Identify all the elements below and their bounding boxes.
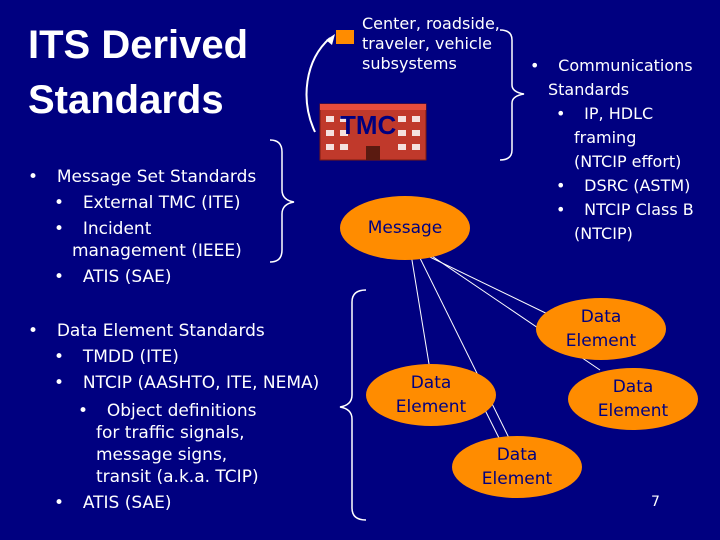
data-element-heading: •Data Element Standards xyxy=(28,321,265,341)
data-element-ellipse: Data Element xyxy=(366,364,496,426)
communications-heading: •Communications Standards xyxy=(530,56,693,99)
slide-title: ITS Derived Standards xyxy=(28,23,249,122)
message-set-item: •External TMC (ITE) xyxy=(54,193,241,213)
data-element-item: •ATIS (SAE) xyxy=(54,493,172,513)
data-element-item: •NTCIP (AASHTO, ITE, NEMA) xyxy=(54,373,320,393)
orange-marker xyxy=(336,30,354,44)
data-element-ellipse: Data Element xyxy=(536,298,666,360)
data-element-ellipse: Data Element xyxy=(568,368,698,430)
message-set-heading: •Message Set Standards xyxy=(28,167,257,187)
page-number: 7 xyxy=(651,494,660,510)
communications-item: •IP, HDLC framing (NTCIP effort) xyxy=(556,104,682,171)
tmc-label: TMC xyxy=(340,110,397,140)
data-element-ellipse: Data Element xyxy=(452,436,582,498)
building-icon: TMC xyxy=(318,100,428,162)
data-element-subitem: •Object definitions for traffic signals,… xyxy=(78,401,259,487)
message-set-item: •Incident management (IEEE) xyxy=(54,219,242,261)
message-set-item: •ATIS (SAE) xyxy=(54,267,172,287)
communications-item: •NTCIP Class B (NTCIP) xyxy=(556,200,694,243)
communications-item: •DSRC (ASTM) xyxy=(556,176,691,195)
data-element-item: •TMDD (ITE) xyxy=(54,347,179,367)
message-ellipse: Message xyxy=(340,196,470,260)
subsystems-label: Center, roadside, traveler, vehicle subs… xyxy=(362,14,500,73)
